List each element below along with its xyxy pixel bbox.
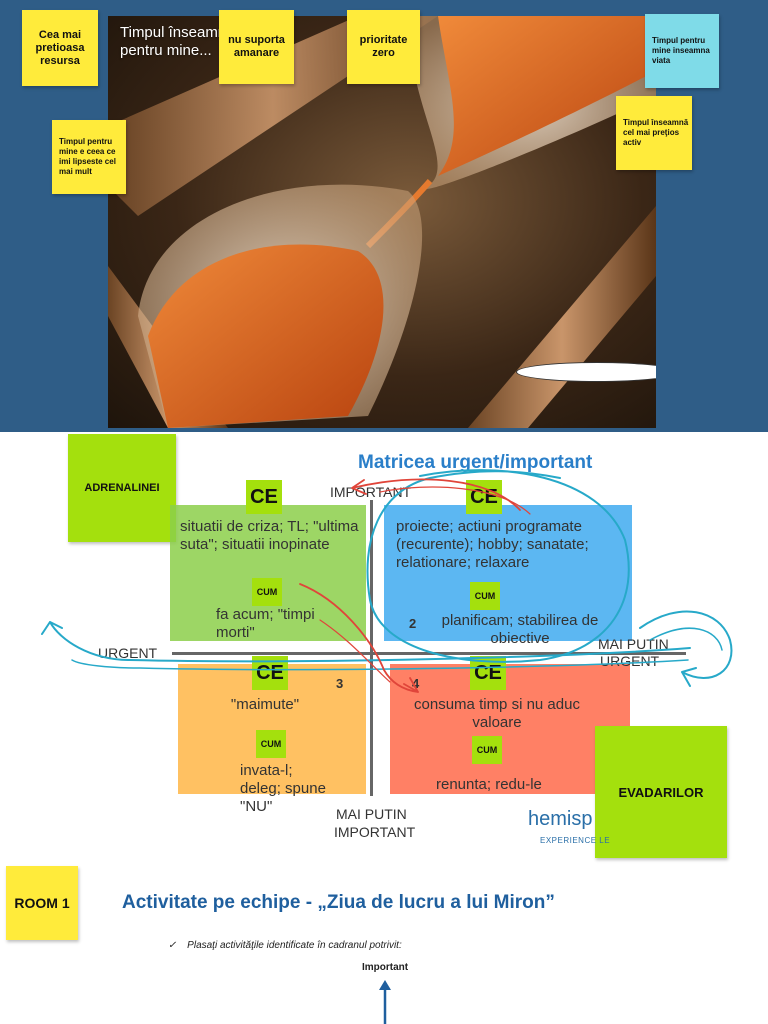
sticky-text: nu suporta amanare <box>228 34 285 59</box>
sticky-nu-suporta[interactable]: nu suporta amanare <box>219 10 294 84</box>
sticky-text: EVADARILOR <box>618 784 704 800</box>
q4-ce-text: consuma timp si nu aduc valoare <box>414 696 580 731</box>
ce-tag-q1[interactable]: CE <box>246 480 282 514</box>
ce-tag-q4[interactable]: CE <box>470 656 506 690</box>
axis-label-urgent: URGENT <box>98 645 158 661</box>
sticky-adrenalinei[interactable]: ADRENALINEI <box>68 434 176 542</box>
axis-label-less-important-1: MAI PUTIN <box>336 806 407 822</box>
sticky-timpul-lipseste[interactable]: Timpul pentru mine e ceea ce imi lipsest… <box>52 120 126 194</box>
sticky-text: Timpul pentru mine inseamna viata <box>652 36 710 65</box>
sticky-text: Cea mai pretioasa resursa <box>35 28 85 67</box>
importance-axis <box>370 500 373 796</box>
matrix-title: Matricea urgent/important <box>358 452 593 473</box>
q1-ce-text: situatii de criza; TL; "ultima suta"; si… <box>180 518 359 553</box>
sticky-prioritate-zero[interactable]: prioritate zero <box>347 10 420 84</box>
sticky-text: ADRENALINEI <box>84 482 160 494</box>
quadrant-not-urgent-not-important <box>390 664 630 794</box>
sticky-evadarilor[interactable]: EVADARILOR <box>595 726 727 858</box>
axis-label-less-important-2: IMPORTANT <box>334 824 416 840</box>
instruction-text: Plasaţi activităţile identificate în cad… <box>187 940 402 951</box>
hemisphere-logo-subtitle: EXPERIENCE LE <box>540 836 611 845</box>
q4-cum-text: renunta; redu-le <box>436 776 542 793</box>
up-arrow-icon <box>379 980 391 1024</box>
ce-tag-q3[interactable]: CE <box>252 656 288 690</box>
sticky-text: prioritate zero <box>359 34 408 59</box>
sticky-cea-mai-pretioasa[interactable]: Cea mai pretioasa resursa <box>22 10 98 86</box>
sticky-timpul-pretios[interactable]: Timpul înseamnă cel mai preţios activ <box>616 96 692 170</box>
q4-number: 4 <box>412 676 420 691</box>
q2-ce-text: proiecte; actiuni programate (recurente)… <box>396 518 589 571</box>
check-icon: ✓ <box>168 940 177 951</box>
ce-tag-q2[interactable]: CE <box>466 480 502 514</box>
instruction-line: ✓ Plasaţi activităţile identificate în c… <box>168 940 402 951</box>
cum-tag-q4[interactable]: CUM <box>472 736 502 764</box>
important-axis-label: Important <box>362 962 409 973</box>
q2-number: 2 <box>409 616 417 631</box>
sticky-text: ROOM 1 <box>14 894 70 911</box>
q3-ce-text: "maimute" <box>230 696 300 713</box>
axis-label-less-urgent-2: URGENT <box>600 653 660 669</box>
q2-cum-text: planificam; stabilirea de obiective <box>441 612 599 647</box>
sticky-timpul-viata[interactable]: Timpul pentru mine inseamna viata <box>645 14 719 88</box>
axis-label-important: IMPORTANT <box>330 484 412 500</box>
sticky-text: Timpul pentru mine e ceea ce imi lipsest… <box>59 137 116 176</box>
cum-tag-q2[interactable]: CUM <box>470 582 500 610</box>
cum-tag-q3[interactable]: CUM <box>256 730 286 758</box>
sticky-text: Timpul înseamnă cel mai preţios activ <box>623 118 689 147</box>
q3-cum-text: invata-l; deleg; spune "NU" <box>240 762 326 815</box>
q1-cum-text: fa acum; "timpi morti" <box>216 606 315 641</box>
cum-tag-q1[interactable]: CUM <box>252 578 282 606</box>
hemisphere-logo: hemisp <box>528 808 593 830</box>
q3-number: 3 <box>336 676 344 691</box>
brainstorm-panel: Timpul înseamnă pentru mine... Cea mai p… <box>0 0 768 432</box>
activity-title: Activitate pe echipe - „Ziua de lucru a … <box>122 892 555 913</box>
sticky-room-1[interactable]: ROOM 1 <box>6 866 78 940</box>
answer-oval[interactable] <box>516 362 656 382</box>
photo-caption: Timpul înseamnă pentru mine... <box>120 24 235 59</box>
